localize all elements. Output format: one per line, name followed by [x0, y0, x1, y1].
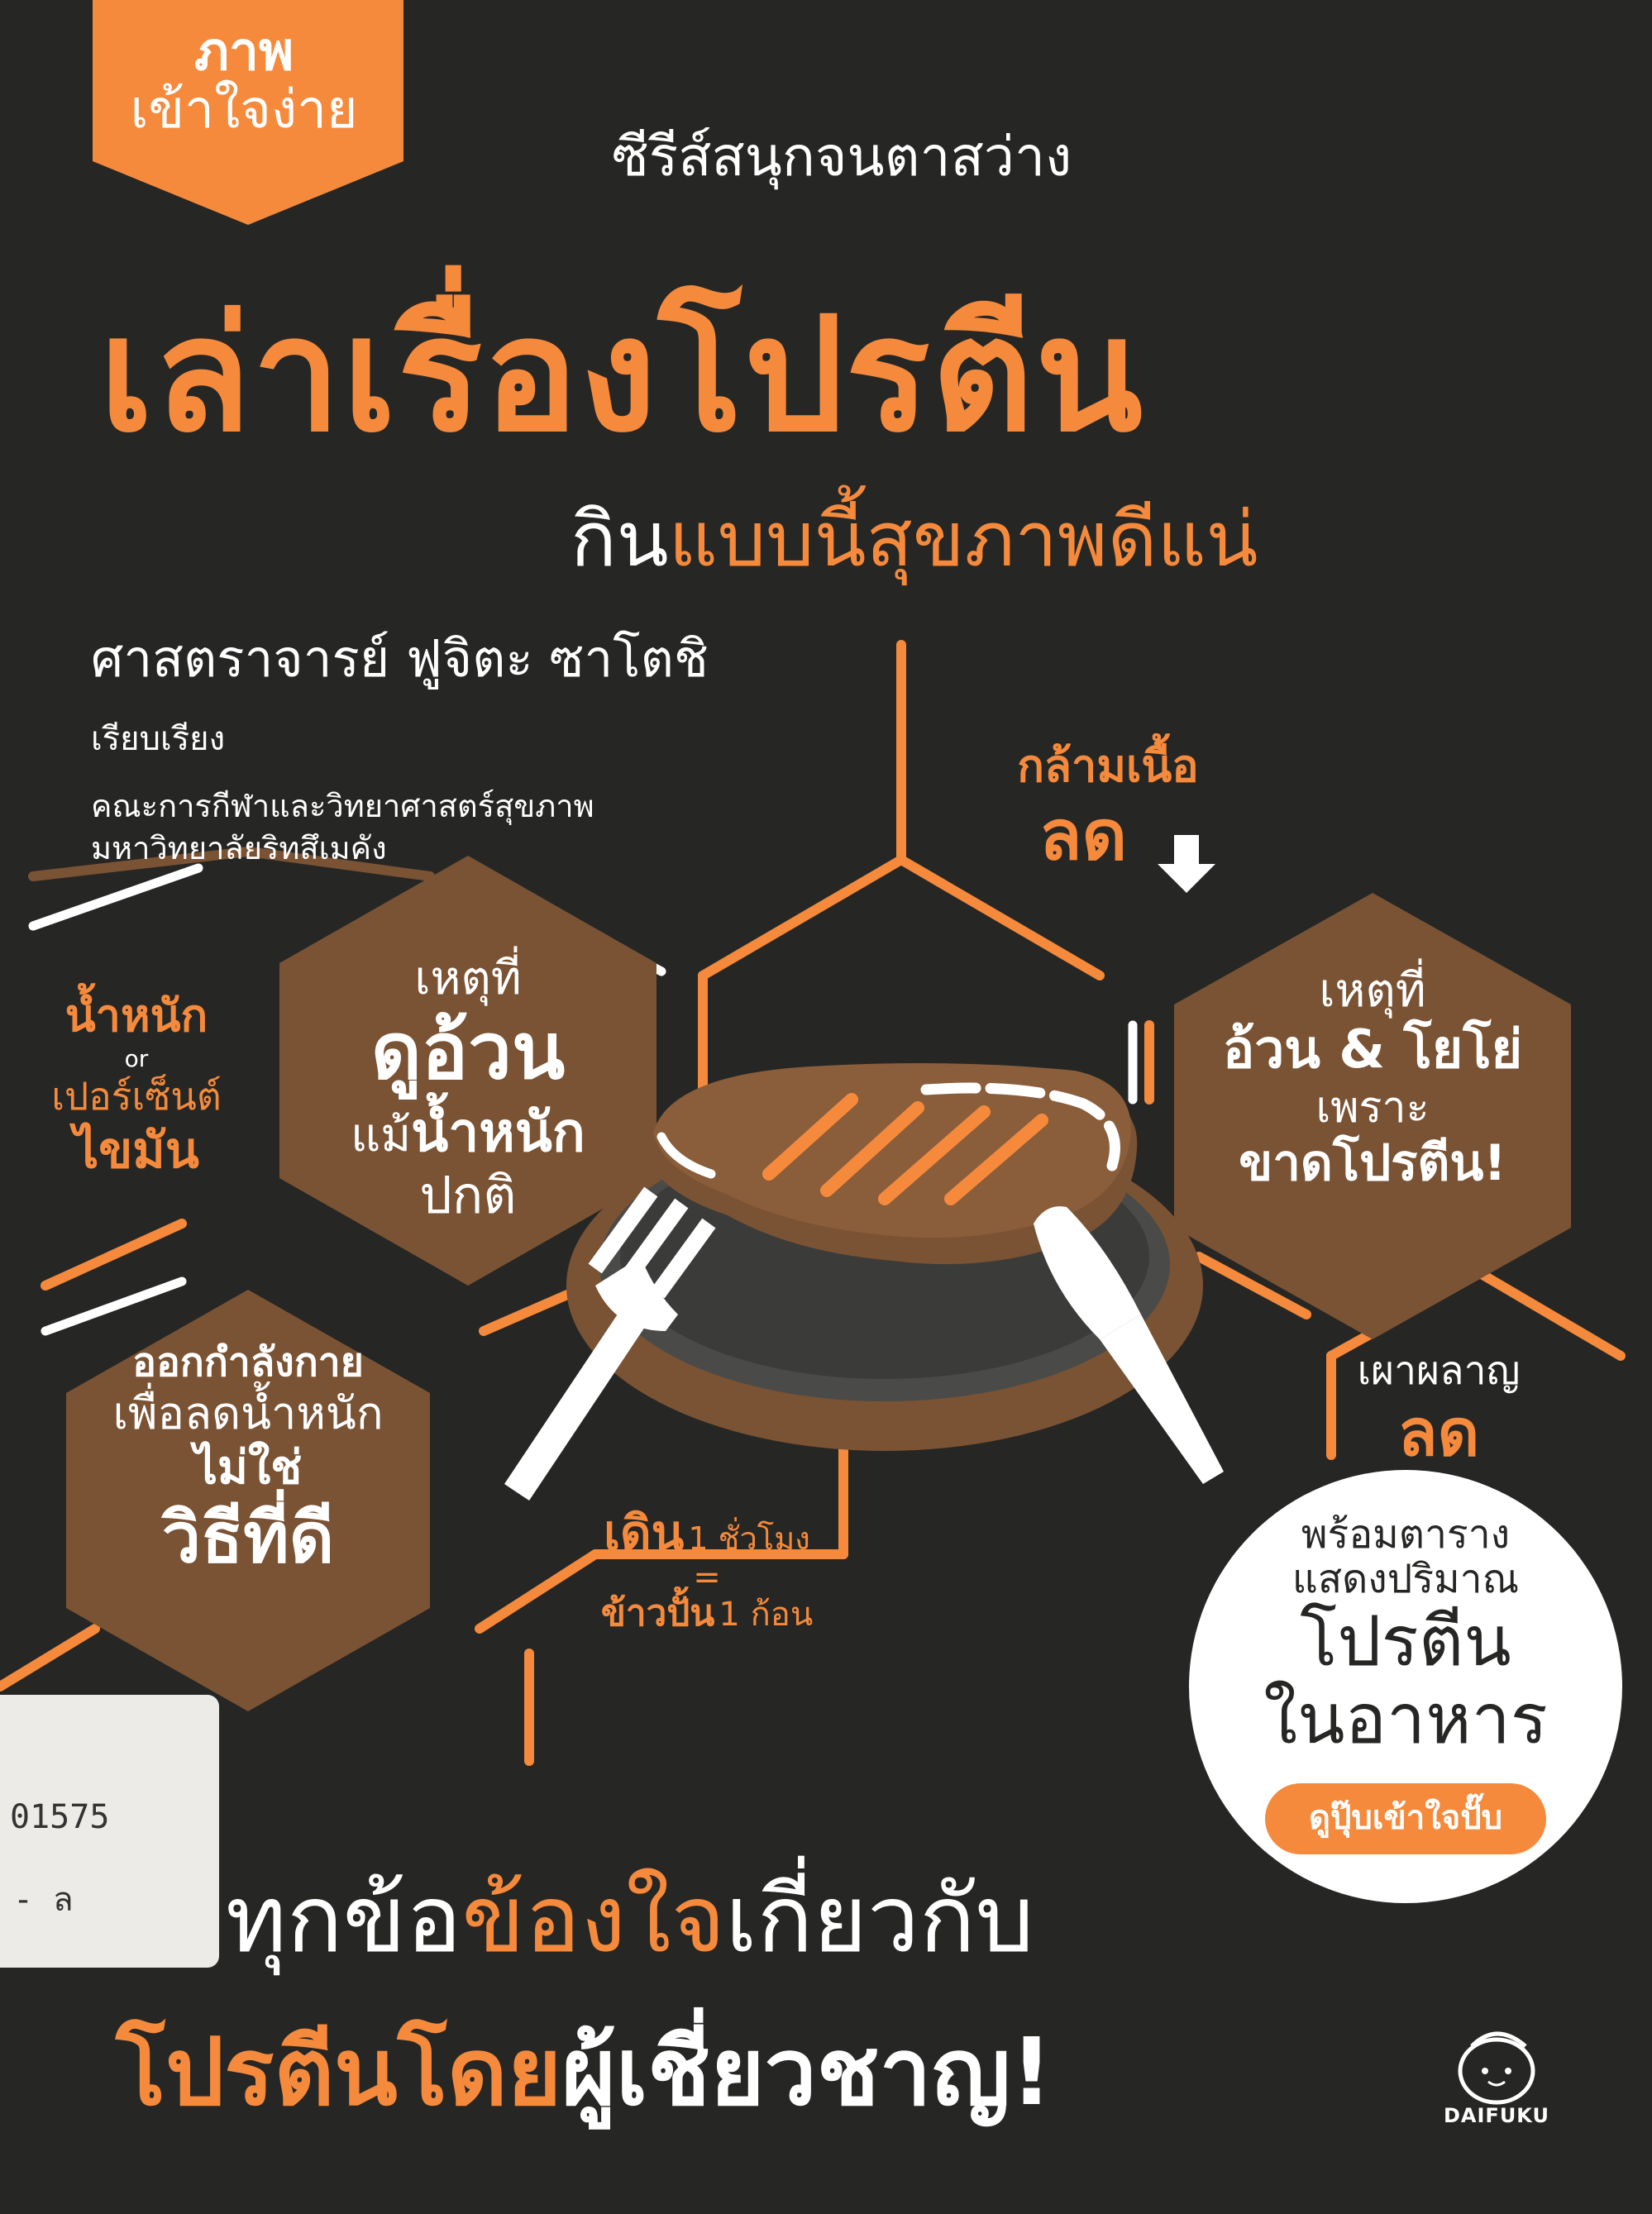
hex-yoyo-text: เหตุที่ อ้วน & โยโย่ เพราะ ขาดโปรตีน! [1174, 963, 1571, 1193]
subtitle-part-2: แบบนี้สุขภาพดีแน่ [668, 495, 1258, 584]
sticker-pill-text: ดูปุ๊บเข้าใจปั๊บ [1309, 1799, 1502, 1837]
affiliation-line-1: คณะการกีฬาและวิทยาศาสตร์สุขภาพ [91, 788, 594, 824]
publisher-name: DAIFUKU [1444, 2104, 1549, 2127]
compiled-by: เรียบเรียง [91, 720, 226, 758]
weight-label: น้ำหนัก or เปอร์เซ็นต์ ไขมัน [33, 988, 240, 1182]
walk-label: เดิน 1 ชั่วโมง = ข้าวปั้น 1 ก้อน [554, 1505, 860, 1635]
honeycomb-lines-brown [28, 847, 435, 881]
yoyo-line-3: เพราะ [1315, 1082, 1430, 1133]
book-subtitle: กินแบบนี้สุขภาพดีแน่ [571, 494, 1563, 585]
badge-shape [93, 0, 403, 225]
hex-look-fat-text: เหตุที่ ดูอ้วน แม้น้ำหนัก ปกติ [298, 951, 638, 1227]
look-fat-line-3: แม้น้ำหนัก [298, 1100, 638, 1165]
burn-line-1: เผาผลาญ [1357, 1348, 1521, 1394]
weight-line-4: ไขมัน [74, 1122, 199, 1180]
steak-on-plate-illustration [566, 1063, 1203, 1451]
weight-line-3: เปอร์เซ็นต์ [51, 1073, 222, 1119]
walk-word: เดิน [604, 1505, 685, 1561]
down-arrow-icon [1158, 835, 1215, 893]
muscle-label: กล้ามเนื้อ ลด [984, 740, 1232, 877]
rice-word: ข้าวปั้น [600, 1591, 715, 1634]
daifuku-logo-icon [1458, 2031, 1535, 2105]
sticker-line-3: โปรตีน [1300, 1600, 1511, 1682]
walk-equals: = [693, 1558, 721, 1596]
weight-line-1: น้ำหนัก [64, 990, 208, 1042]
author-affiliation: คณะการกีฬาและวิทยาศาสตร์สุขภาพ มหาวิทยาล… [91, 785, 594, 871]
tagline-1c: เกี่ยวกับ [725, 1866, 1034, 1973]
fork-icon [504, 1186, 716, 1501]
library-label-line-1: 01575 [10, 1798, 110, 1836]
tagline-line-1: ไขทุกข้อข้องใจเกี่ยวกับ [116, 1864, 1034, 1975]
subtitle-part-1: กิน [571, 495, 669, 584]
exercise-line-3: ไม่ใช่ [193, 1441, 303, 1496]
library-label: 01575 - ล [0, 1695, 219, 1968]
sticker-line-2: แสดงปริมาณ [1292, 1555, 1520, 1602]
burn-label: เผาผลาญ ลด [1331, 1348, 1546, 1472]
tagline-1b: ข้องใจ [461, 1866, 726, 1973]
burn-line-2: ลด [1397, 1396, 1480, 1471]
sticker-pill [1265, 1783, 1546, 1854]
sticker-line-4: ในอาหาร [1263, 1677, 1548, 1759]
book-title: เล่าเรื่องโปรตีน [99, 284, 1144, 466]
look-fat-line-3b: น้ำหนัก [411, 1100, 585, 1164]
exercise-line-2: เพื่อลดน้ำหนัก [112, 1386, 384, 1439]
library-label-line-2: - ล [13, 1881, 74, 1919]
tagline-line-2: โปรตีนโดยผู้เชี่ยวชาญ! [116, 2017, 1053, 2128]
author-name: ศาสตราจารย์ ฟูจิตะ ซาโตชิ [91, 628, 709, 689]
affiliation-line-2: มหาวิทยาลัยริทสึเมคัง [91, 830, 387, 867]
hex-exercise [66, 1290, 430, 1711]
rice-quantity: 1 ก้อน [719, 1595, 814, 1634]
hex-exercise-text: ออกกำลังกาย เพื่อลดน้ำหนัก ไม่ใช่ วิธีที… [68, 1339, 428, 1579]
sticker-line-1: พร้อมตาราง [1301, 1511, 1511, 1558]
look-fat-line-3a: แม้ [351, 1108, 412, 1162]
muscle-line-1: กล้ามเนื้อ [1017, 740, 1199, 792]
look-fat-line-2: ดูอ้วน [370, 1007, 566, 1098]
series-name: ซีรีส์สนุกจนตาสว่าง [612, 125, 1072, 188]
tagline-2b: ผู้เชี่ยวชาญ! [561, 2019, 1053, 2126]
hex-yoyo [1174, 893, 1571, 1339]
sticker: พร้อมตาราง แสดงปริมาณ โปรตีน ในอาหาร [1191, 1511, 1621, 1759]
muscle-line-2: ลด [1038, 794, 1128, 876]
exercise-line-1: ออกกำลังกาย [132, 1339, 364, 1386]
weight-line-2: or [124, 1044, 149, 1072]
rice-row: ข้าวปั้น 1 ก้อน [554, 1592, 860, 1636]
badge-line-1: ภาพ [193, 21, 294, 83]
knife-icon [1034, 1206, 1224, 1484]
tagline-2a: โปรตีนโดย [116, 2019, 562, 2126]
yoyo-line-1: เหตุที่ [1319, 964, 1426, 1018]
exercise-line-4: วิธีที่ดี [161, 1496, 335, 1578]
badge: ภาพ เข้าใจง่าย [83, 23, 405, 140]
badge-line-2: เข้าใจง่าย [130, 79, 358, 141]
yoyo-line-4: ขาดโปรตีน! [1239, 1134, 1506, 1193]
look-fat-line-1: เหตุที่ [414, 952, 522, 1005]
look-fat-line-4: ปกติ [419, 1165, 517, 1226]
walk-row: เดิน 1 ชั่วโมง [554, 1505, 860, 1563]
hex-look-fat [279, 856, 657, 1286]
walk-duration: 1 ชั่วโมง [688, 1520, 810, 1557]
yoyo-line-2: อ้วน & โยโย่ [1222, 1019, 1523, 1081]
